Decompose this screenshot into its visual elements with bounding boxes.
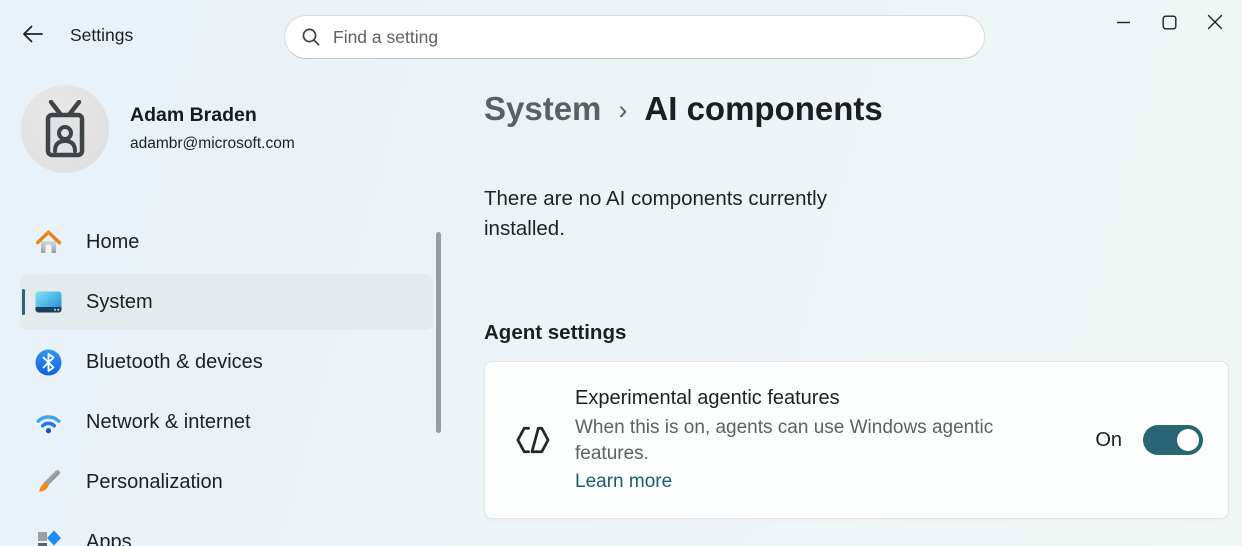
search-box[interactable]: [284, 15, 985, 59]
sidebar-item-network-internet[interactable]: Network & internet: [20, 394, 433, 450]
close-button[interactable]: [1192, 0, 1238, 44]
chevron-right-icon: ›: [618, 94, 628, 125]
minimize-button[interactable]: [1100, 0, 1146, 44]
empty-state-message: There are no AI components currently ins…: [484, 187, 827, 240]
sidebar-item-bluetooth-devices[interactable]: Bluetooth & devices: [20, 334, 433, 390]
back-button[interactable]: [14, 18, 50, 50]
back-arrow-icon: [22, 25, 43, 43]
personalization-icon: [35, 469, 62, 496]
avatar: [21, 85, 109, 173]
profile-card[interactable]: Adam Braden adambr@microsoft.com: [0, 84, 448, 174]
learn-more-link[interactable]: Learn more: [575, 471, 673, 492]
sidebar-item-label: Home: [86, 230, 140, 253]
setting-title: Experimental agentic features: [575, 387, 840, 409]
sidebar-item-home[interactable]: Home: [20, 214, 433, 270]
search-input[interactable]: [333, 26, 984, 48]
page-title: AI components: [644, 90, 883, 127]
sidebar-scrollbar[interactable]: [436, 232, 441, 433]
agent-settings-card: Experimental agentic features When this …: [484, 361, 1229, 519]
selected-indicator: [21, 289, 25, 315]
bluetooth-icon: [35, 349, 62, 376]
sidebar-item-apps[interactable]: Apps: [20, 514, 433, 546]
network-icon: [35, 409, 62, 436]
breadcrumb: System › AI components: [484, 90, 883, 128]
breadcrumb-system[interactable]: System: [484, 90, 602, 127]
toggle-state-label: On: [1095, 428, 1122, 451]
home-icon: [35, 229, 62, 256]
toggle-knob: [1177, 429, 1199, 451]
agentic-features-icon: [512, 420, 552, 460]
setting-description: When this is on, agents can use Windows …: [575, 417, 994, 464]
minimize-icon: [1116, 21, 1130, 23]
window-controls: [1100, 0, 1238, 44]
sidebar-item-label: Apps: [86, 530, 132, 546]
toggle-controls: On: [1095, 425, 1228, 455]
sidebar-item-personalization[interactable]: Personalization: [20, 454, 433, 510]
agentic-features-toggle[interactable]: [1143, 425, 1203, 455]
apps-icon: [35, 529, 62, 546]
sidebar-item-label: Network & internet: [86, 410, 251, 433]
maximize-button[interactable]: [1146, 0, 1192, 44]
maximize-icon: [1162, 15, 1177, 30]
sidebar-item-label: Bluetooth & devices: [86, 350, 263, 373]
system-icon: [35, 289, 62, 316]
profile-email: adambr@microsoft.com: [130, 135, 295, 152]
section-title: Agent settings: [484, 321, 627, 344]
close-icon: [1207, 14, 1223, 30]
profile-name: Adam Braden: [130, 104, 257, 126]
sidebar-item-label: System: [86, 290, 153, 313]
sidebar-item-system[interactable]: System: [20, 274, 433, 330]
search-icon: [302, 28, 320, 46]
sidebar-nav: Home System: [20, 214, 433, 546]
id-badge-icon: [45, 100, 85, 158]
card-text: Experimental agentic features When this …: [575, 387, 1027, 493]
app-title: Settings: [70, 25, 134, 45]
sidebar-item-label: Personalization: [86, 470, 223, 493]
